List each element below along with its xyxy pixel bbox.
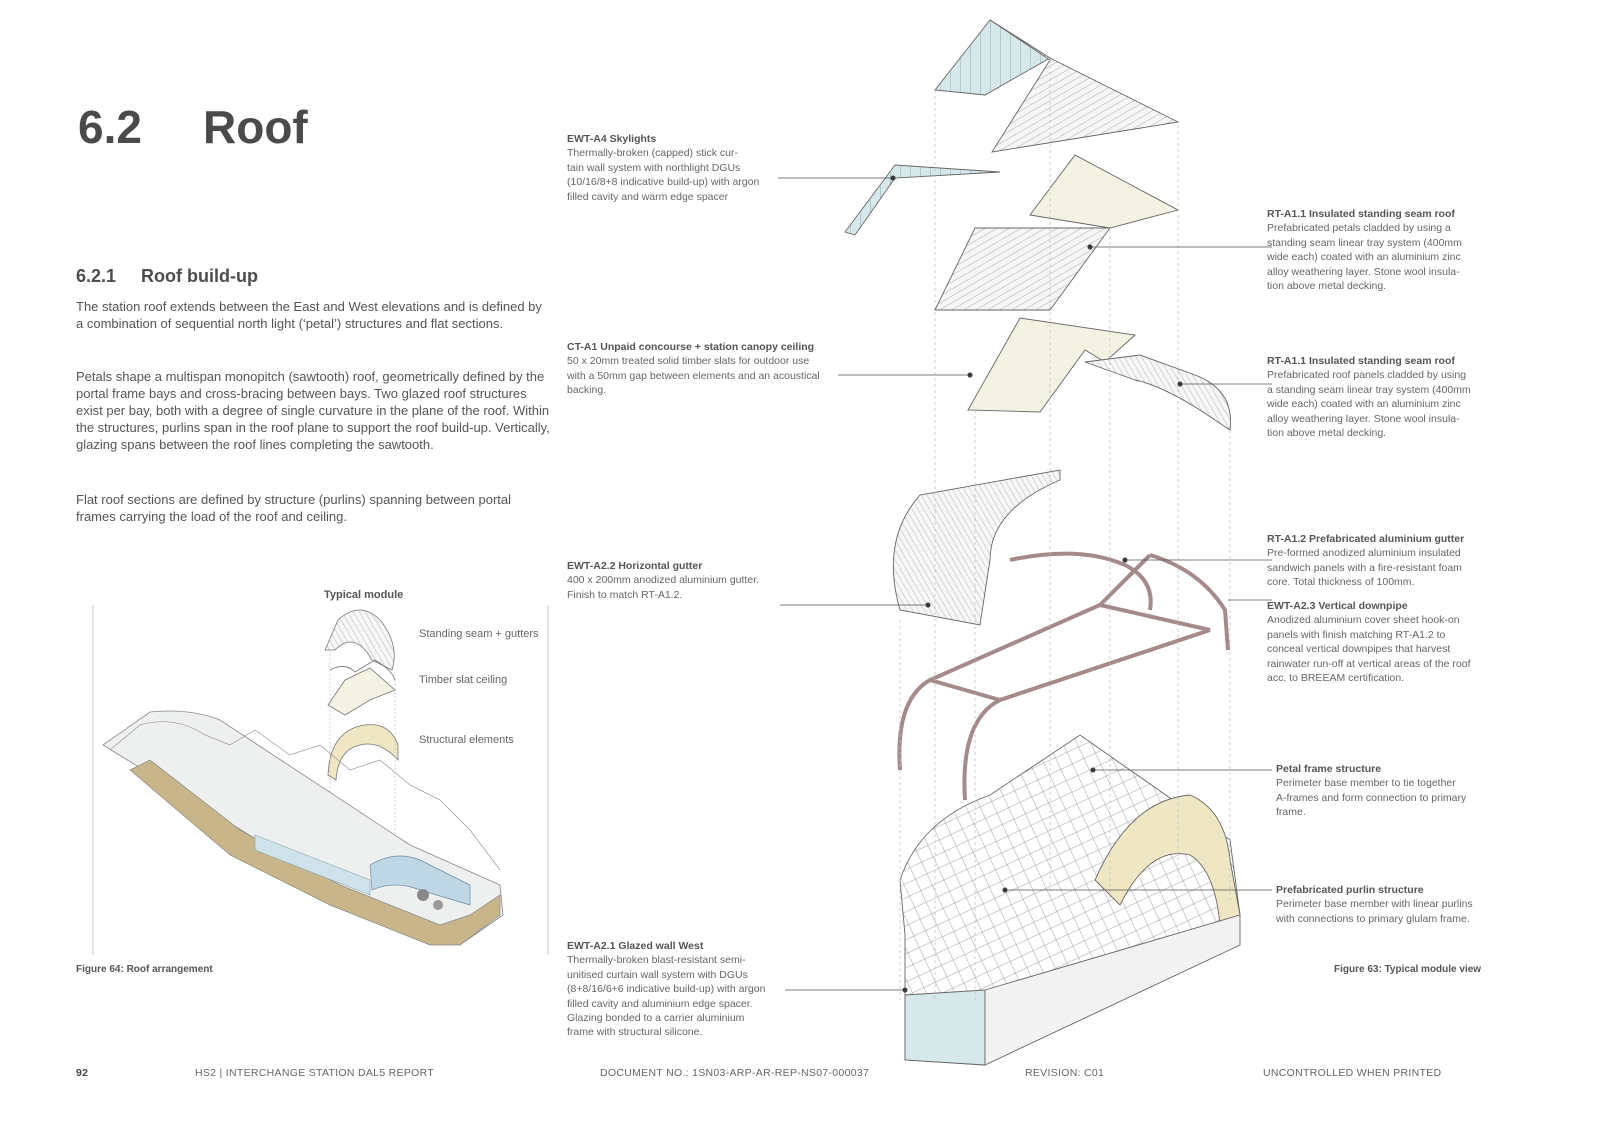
callout-body: Perimeter base member to tie together A-…: [1276, 777, 1467, 819]
callout-body: 400 x 200mm anodized aluminium gutter. F…: [567, 574, 760, 601]
subsection-title: Roof build-up: [141, 266, 258, 286]
paragraph-petals: Petals shape a multispan monopitch (sawt…: [76, 369, 550, 452]
callout-body: Anodized aluminium cover sheet hook-on p…: [1267, 614, 1471, 685]
subsection-number: 6.2.1: [76, 266, 117, 286]
callout-heading: Prefabricated purlin structure: [1276, 884, 1424, 896]
callout-heading: EWT-A2.2 Horizontal gutter: [567, 560, 703, 572]
roof-arrangement-diagram: [102, 710, 504, 946]
module-label-timber-ceiling: Timber slat ceiling: [419, 674, 508, 686]
callout-heading: EWT-A4 Skylights: [567, 133, 657, 145]
gutter-frame: [897, 551, 1230, 801]
callout-glazed-wall: EWT-A2.1 Glazed wall West Thermally-brok…: [567, 939, 797, 1040]
figure-63-caption: Figure 63: Typical module view: [1334, 964, 1482, 975]
footer-report-title: HS2 | INTERCHANGE STATION DAL5 REPORT: [195, 1067, 435, 1079]
callout-aluminium-gutter: RT-A1.2 Prefabricated aluminium gutter P…: [1267, 532, 1502, 590]
footer-print-status: UNCONTROLLED WHEN PRINTED: [1263, 1067, 1442, 1079]
paragraph-flat-roof: Flat roof sections are defined by struct…: [76, 492, 512, 524]
callout-body: Prefabricated roof panels cladded by usi…: [1267, 369, 1471, 440]
leader-lines: [778, 175, 1272, 993]
typical-module-title: Typical module: [324, 589, 404, 601]
section-number: 6.2: [78, 101, 142, 153]
figure-64-caption: Figure 64: Roof arrangement: [76, 964, 213, 975]
callout-petal-frame: Petal frame structure Perimeter base mem…: [1276, 762, 1502, 820]
footer-document-number: DOCUMENT NO.: 1SN03-ARP-AR-REP-NS07-0000…: [600, 1067, 870, 1079]
callout-body: Thermally-broken (capped) stick cur- tai…: [567, 147, 760, 203]
callout-body: Prefabricated petals cladded by using a …: [1267, 222, 1462, 293]
callout-body: Thermally-broken blast-resistant semi- u…: [567, 954, 766, 1039]
callout-petal-roof: RT-A1.1 Insulated standing seam roof Pre…: [1267, 207, 1502, 293]
exploded-module-diagram: [844, 19, 1241, 1066]
callout-body: Pre-formed anodized aluminium insulated …: [1267, 547, 1462, 589]
callout-flat-roof: RT-A1.1 Insulated standing seam roof Pre…: [1267, 354, 1502, 440]
explosion-lines: [899, 60, 1231, 1000]
callout-heading: EWT-A2.1 Glazed wall West: [567, 940, 704, 952]
callout-heading: CT-A1 Unpaid concourse + station canopy …: [567, 341, 815, 353]
paragraph-intro: The station roof extends between the Eas…: [76, 299, 542, 331]
footer-revision: REVISION: C01: [1025, 1067, 1105, 1079]
footer-page-number: 92: [76, 1067, 89, 1079]
callout-purlin-structure: Prefabricated purlin structure Perimeter…: [1276, 883, 1502, 926]
callout-heading: EWT-A2.3 Vertical downpipe: [1267, 600, 1408, 612]
module-label-standing-seam: Standing seam + gutters: [419, 628, 539, 640]
callout-heading: RT-A1.2 Prefabricated aluminium gutter: [1267, 533, 1465, 545]
section-title: Roof: [203, 101, 308, 153]
callout-vertical-downpipe: EWT-A2.3 Vertical downpipe Anodized alum…: [1267, 599, 1502, 685]
callout-body: Perimeter base member with linear purlin…: [1276, 898, 1473, 925]
callout-horizontal-gutter: EWT-A2.2 Horizontal gutter 400 x 200mm a…: [567, 559, 797, 602]
module-label-structural: Structural elements: [419, 734, 514, 746]
typical-module-diagram: [324, 609, 399, 880]
callout-heading: Petal frame structure: [1276, 763, 1382, 775]
callout-heading: RT-A1.1 Insulated standing seam roof: [1267, 208, 1455, 220]
callout-skylights: EWT-A4 Skylights Thermally-broken (cappe…: [567, 132, 797, 204]
callout-body: 50 x 20mm treated solid timber slats for…: [567, 355, 820, 397]
callout-canopy-ceiling: CT-A1 Unpaid concourse + station canopy …: [567, 340, 857, 398]
callout-heading: RT-A1.1 Insulated standing seam roof: [1267, 355, 1455, 367]
